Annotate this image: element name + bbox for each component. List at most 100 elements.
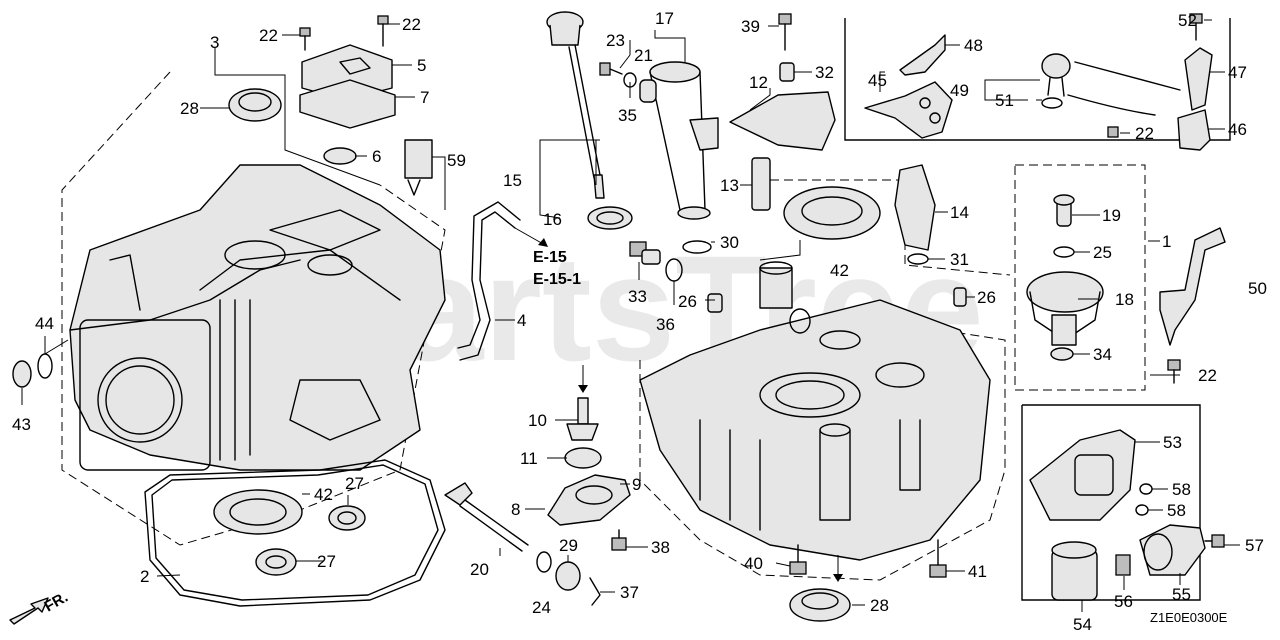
callout-21[interactable]: 21 [634, 46, 653, 65]
callout-24[interactable]: 24 [532, 598, 551, 617]
callout-44[interactable]: 44 [35, 314, 54, 333]
breather-tube[interactable] [457, 201, 521, 361]
reed-valve-13[interactable] [751, 157, 771, 211]
collar-21[interactable] [639, 79, 657, 103]
crankcase-cover[interactable] [639, 261, 991, 561]
filter-base-55[interactable] [1139, 524, 1206, 576]
bolt-22-sensor[interactable] [1107, 126, 1119, 138]
cylinder-block[interactable] [69, 164, 446, 471]
governor-arm-50[interactable] [1159, 227, 1226, 346]
plate-45[interactable] [864, 81, 953, 139]
bracket-48[interactable] [899, 34, 946, 76]
callout-2[interactable]: 2 [140, 567, 149, 586]
washer-34[interactable] [1050, 347, 1074, 361]
bolt-22-arm[interactable] [1167, 359, 1181, 384]
washer-58-upper[interactable] [1139, 483, 1153, 495]
callout-13[interactable]: 13 [720, 176, 739, 195]
bearing-42-left[interactable] [213, 489, 303, 535]
callout-8[interactable]: 8 [511, 500, 520, 519]
callout-26-center[interactable]: 26 [678, 292, 697, 311]
bolt-22-right[interactable] [377, 15, 389, 47]
callout-55[interactable]: 55 [1172, 585, 1191, 604]
callout-22-right[interactable]: 22 [402, 15, 421, 34]
callout-58-lower[interactable]: 58 [1167, 501, 1186, 520]
callout-27-upper[interactable]: 27 [345, 474, 364, 493]
callout-12[interactable]: 12 [749, 73, 768, 92]
oil-filter-54[interactable] [1051, 541, 1098, 601]
oil-seal-28-bottom[interactable] [789, 588, 851, 622]
callout-17[interactable]: 17 [655, 9, 674, 28]
callout-26-right[interactable]: 26 [977, 288, 996, 307]
callout-46[interactable]: 46 [1228, 120, 1247, 139]
washer-16[interactable] [587, 206, 633, 230]
washer-51[interactable] [1041, 97, 1063, 109]
collar-32[interactable] [779, 62, 795, 82]
callout-59[interactable]: 59 [447, 151, 466, 170]
plug-6[interactable] [323, 147, 357, 165]
nipple-56[interactable] [1115, 554, 1131, 576]
callout-20[interactable]: 20 [470, 560, 489, 579]
callout-15[interactable]: 15 [503, 171, 522, 190]
callout-29[interactable]: 29 [559, 536, 578, 555]
callout-43[interactable]: 43 [12, 415, 31, 434]
governor-gear-18[interactable] [1026, 271, 1104, 346]
callout-49[interactable]: 49 [950, 81, 969, 100]
drain-plug-43[interactable] [12, 360, 32, 388]
breather-plate-12[interactable] [729, 91, 836, 151]
cover-46[interactable] [1177, 109, 1211, 151]
callout-36[interactable]: 36 [656, 315, 675, 334]
callout-39[interactable]: 39 [741, 17, 760, 36]
oil-drain-bolt-33[interactable] [629, 241, 661, 265]
callout-19[interactable]: 19 [1102, 206, 1121, 225]
callout-10[interactable]: 10 [528, 411, 547, 430]
callout-58-upper[interactable]: 58 [1172, 480, 1191, 499]
shaft-19[interactable] [1053, 194, 1075, 227]
callout-22-arm[interactable]: 22 [1198, 366, 1217, 385]
bracket-47[interactable] [1184, 47, 1213, 111]
callout-5[interactable]: 5 [417, 56, 426, 75]
breather-gasket[interactable] [299, 79, 396, 129]
callout-4[interactable]: 4 [517, 311, 526, 330]
callout-30[interactable]: 30 [720, 233, 739, 252]
callout-22-left[interactable]: 22 [259, 26, 278, 45]
callout-50[interactable]: 50 [1248, 279, 1267, 298]
callout-42-left[interactable]: 42 [314, 485, 333, 504]
callout-22-sensor[interactable]: 22 [1135, 124, 1154, 143]
dowel-26-center[interactable] [707, 293, 723, 313]
callout-14[interactable]: 14 [950, 203, 969, 222]
oil-filler-cap[interactable] [546, 11, 605, 199]
callout-45[interactable]: 45 [868, 71, 887, 90]
callout-32[interactable]: 32 [815, 63, 834, 82]
washer-24[interactable] [536, 551, 552, 573]
o-ring-44[interactable] [37, 353, 53, 379]
filter-14[interactable] [894, 164, 936, 251]
callout-38[interactable]: 38 [651, 538, 670, 557]
oil-sensor-49[interactable] [1041, 53, 1181, 116]
breather-filter-59[interactable] [404, 139, 433, 196]
dowel-26-right[interactable] [953, 287, 967, 307]
callout-6[interactable]: 6 [372, 147, 381, 166]
oil-seal-28-top[interactable] [228, 88, 282, 122]
bolt-41[interactable] [929, 539, 947, 578]
callout-42-right[interactable]: 42 [830, 261, 849, 280]
rotor-11[interactable] [564, 447, 602, 469]
bolt-23[interactable] [599, 62, 623, 76]
callout-23[interactable]: 23 [606, 31, 625, 50]
callout-34[interactable]: 34 [1093, 345, 1112, 364]
callout-47[interactable]: 47 [1228, 63, 1247, 82]
o-ring-30[interactable] [682, 240, 712, 254]
cover-8[interactable] [547, 474, 631, 526]
callout-27-lower[interactable]: 27 [317, 552, 336, 571]
callout-37[interactable]: 37 [620, 583, 639, 602]
bolt-52[interactable] [1189, 13, 1203, 41]
bolt-39[interactable] [778, 13, 792, 51]
callout-57[interactable]: 57 [1245, 536, 1264, 555]
callout-48[interactable]: 48 [964, 36, 983, 55]
bolt-40[interactable] [789, 544, 807, 575]
bearing-27-upper[interactable] [328, 505, 366, 531]
callout-25[interactable]: 25 [1093, 243, 1112, 262]
callout-51[interactable]: 51 [995, 91, 1014, 110]
callout-40[interactable]: 40 [744, 554, 763, 573]
seal-29[interactable] [555, 561, 581, 591]
callout-41[interactable]: 41 [968, 562, 987, 581]
